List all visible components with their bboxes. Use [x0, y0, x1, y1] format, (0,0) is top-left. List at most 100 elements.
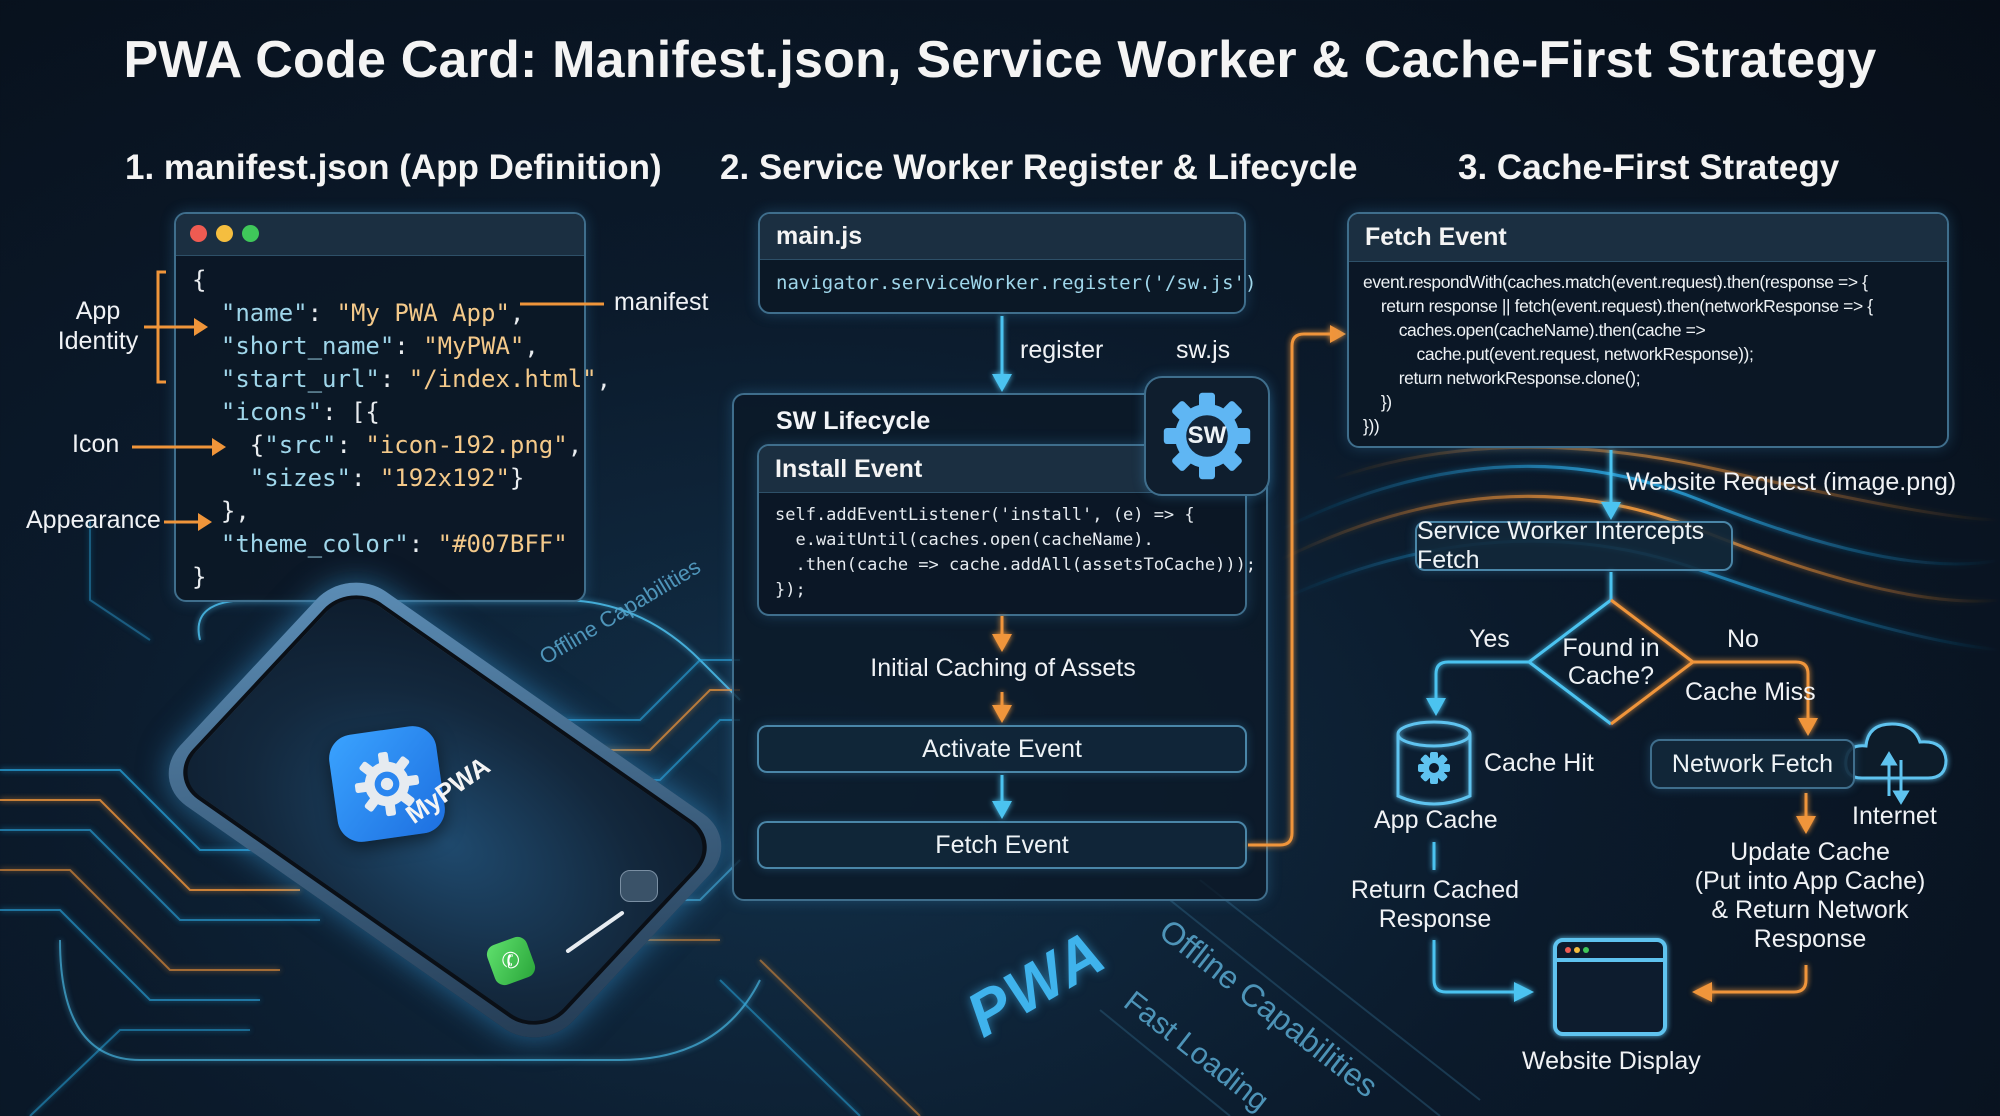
code-token: , [524, 332, 539, 360]
sw-intercepts-fetch-label: Service Worker Intercepts Fetch [1417, 517, 1705, 574]
website-request-label: Website Request (image.png) [1626, 468, 1957, 496]
code-line: }) [1363, 392, 1392, 412]
code-token: : [408, 530, 438, 558]
code-token: } [192, 563, 207, 591]
cache-miss-label: Cache Miss [1685, 678, 1816, 706]
manifest-code-line: } [192, 561, 568, 594]
code-token: "short_name" [220, 332, 395, 360]
sw-badge-text: SW [1187, 422, 1227, 449]
code-token: "MyPWA" [423, 332, 525, 360]
register-call-code: navigator.serviceWorker.register('/sw.js… [776, 272, 1257, 294]
fetch-event-label: Fetch Event [935, 830, 1069, 859]
manifest-code-line: "icons": [{ [192, 396, 568, 429]
update-cache-label: Update Cache (Put into App Cache) & Retu… [1694, 838, 1926, 953]
code-line: cache.put(event.request, networkResponse… [1363, 344, 1754, 364]
code-token: : [394, 332, 424, 360]
code-token: , [567, 431, 583, 459]
network-fetch-step: Network Fetch [1650, 739, 1855, 789]
code-line: return response || fetch(event.request).… [1363, 296, 1873, 316]
code-token: "name" [220, 299, 308, 327]
yes-label: Yes [1469, 625, 1510, 653]
section-title-manifest: 1. manifest.json (App Definition) [125, 148, 662, 187]
code-token: { [249, 431, 265, 459]
manifest-code-line: }, [192, 495, 568, 528]
phone-settings-button [620, 870, 658, 902]
gear-icon [354, 751, 420, 817]
initial-caching-label: Initial Caching of Assets [870, 654, 1136, 682]
manifest-code-line: "theme_color": "#007BFF" [192, 528, 568, 561]
page-title: PWA Code Card: Manifest.json, Service Wo… [123, 31, 1877, 89]
mypwa-app-icon [326, 723, 448, 845]
close-dot-icon [190, 225, 207, 242]
sw-js-label: sw.js [1176, 336, 1231, 364]
code-token: : [{ [322, 398, 380, 426]
main-js-code: navigator.serviceWorker.register('/sw.js… [760, 260, 1256, 306]
fetch-event-code-panel: Fetch Event event.respondWith(caches.mat… [1347, 212, 1949, 448]
install-event-code: self.addEventListener('install', (e) => … [759, 493, 1257, 613]
sw-lifecycle-header: SW Lifecycle [776, 407, 931, 435]
code-token: "src" [264, 431, 337, 459]
main-js-header: main.js [760, 214, 1244, 260]
manifest-code-line: { [192, 264, 568, 297]
code-line: return networkResponse.clone(); [1363, 368, 1641, 388]
code-line: self.addEventListener('install', (e) => … [775, 505, 1195, 525]
activate-event-label: Activate Event [922, 734, 1082, 763]
annotation-appearance: Appearance [26, 506, 161, 534]
return-cached-label: Return Cached Response [1350, 876, 1520, 933]
manifest-code-line: "start_url": "/index.html", [192, 363, 611, 396]
decorative-diagonals [1099, 879, 1481, 1116]
code-token: : [336, 431, 366, 459]
manifest-code-line: "short_name": "MyPWA", [192, 330, 568, 363]
code-token: : [307, 299, 337, 327]
fetch-event-code: event.respondWith(caches.match(event.req… [1349, 262, 1947, 446]
code-line: .then(cache => cache.addAll(assetsToCach… [775, 555, 1257, 575]
code-token: "icons" [220, 398, 323, 426]
code-token: : [350, 464, 380, 492]
annotation-icon: Icon [72, 430, 120, 458]
cache-hit-label: Cache Hit [1484, 749, 1594, 777]
code-token: "192x192" [379, 464, 510, 492]
section-title-service-worker: 2. Service Worker Register & Lifecycle [720, 148, 1358, 187]
main-js-panel: main.js navigator.serviceWorker.register… [758, 212, 1256, 314]
app-cache-label: App Cache [1374, 806, 1498, 834]
manifest-code-line: "sizes": "192x192"} [192, 462, 568, 495]
code-token: } [509, 464, 525, 492]
annotation-app-identity: App Identity [57, 297, 139, 355]
manifest-code-window: { "name": "My PWA App", "short_name": "M… [174, 212, 611, 602]
code-token: , [596, 365, 612, 393]
code-token: , [509, 299, 525, 327]
code-token: "My PWA App" [336, 299, 510, 327]
code-token: "/index.html" [408, 365, 597, 393]
minimize-dot-icon [216, 225, 233, 242]
section-title-cache-first: 3. Cache-First Strategy [1458, 148, 1840, 187]
code-line: })) [1363, 416, 1380, 436]
network-fetch-label: Network Fetch [1671, 749, 1834, 778]
window-titlebar [176, 214, 584, 256]
sw-intercepts-fetch-step: Service Worker Intercepts Fetch [1415, 517, 1733, 574]
code-token: "theme_color" [220, 530, 409, 558]
website-display-label: Website Display [1522, 1047, 1701, 1075]
code-line: }); [775, 580, 806, 600]
register-label: register [1020, 336, 1104, 364]
fetch-event-step: Fetch Event [757, 821, 1247, 869]
maximize-dot-icon [242, 225, 259, 242]
manifest-code: { "name": "My PWA App", "short_name": "M… [176, 256, 611, 602]
manifest-code-line: {"src": "icon-192.png", [192, 429, 582, 462]
code-token: "sizes" [249, 464, 351, 492]
code-token: }, [220, 497, 250, 525]
sw-gear-icon [1163, 392, 1251, 480]
decision-label: Found in Cache? [1562, 634, 1660, 690]
sw-badge: SW [1144, 376, 1270, 496]
code-token: "start_url" [220, 365, 380, 393]
code-token: "icon-192.png" [365, 431, 568, 459]
internet-label: Internet [1852, 802, 1937, 830]
manifest-code-line: "name": "My PWA App", [192, 297, 568, 330]
annotation-manifest: manifest [614, 288, 709, 316]
no-label: No [1727, 625, 1759, 653]
code-line: caches.open(cacheName).then(cache => [1363, 320, 1706, 340]
code-token: : [379, 365, 409, 393]
code-token: { [192, 266, 207, 294]
activate-event-step: Activate Event [757, 725, 1247, 773]
fetch-event-code-header: Fetch Event [1349, 214, 1947, 262]
code-line: event.respondWith(caches.match(event.req… [1363, 272, 1868, 292]
